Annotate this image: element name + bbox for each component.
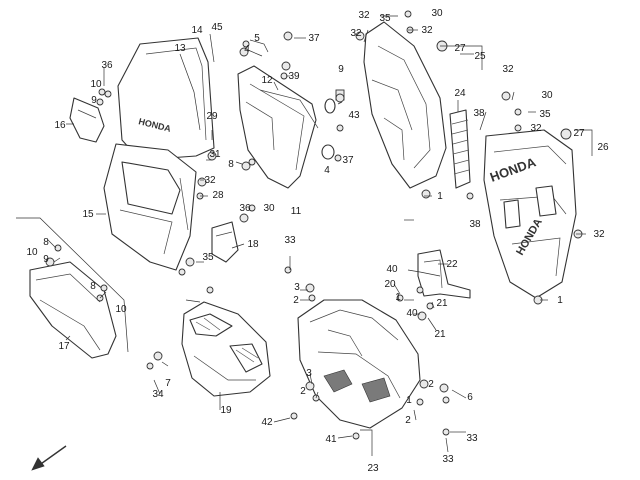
callout: 33 [466,433,478,444]
callout: 2 [405,415,411,426]
callout: 8 [228,159,234,170]
callout: 40 [406,308,418,319]
callout: 1 [395,292,401,303]
mirror-panel [69,97,105,143]
callout: 28 [212,190,224,201]
callout: 33 [442,454,454,465]
callout: 17 [58,341,70,352]
callout: 20 [384,279,396,290]
callout: 1 [557,295,563,306]
lower-bracket-22 [417,249,471,299]
callout: 27 [573,128,585,139]
callout: 45 [211,22,223,33]
cowl-stay-bracket [237,65,319,189]
callout: 4 [244,44,250,55]
callout: 32 [530,123,542,134]
callout: 8 [43,237,49,248]
callout: 30 [263,203,275,214]
callout: 4 [324,165,330,176]
callout: 9 [338,64,344,75]
lower-panel-19 [181,301,271,397]
callout: 32 [350,28,362,39]
callout: 14 [191,25,203,36]
callout: 10 [90,79,102,90]
callout: 32 [204,175,216,186]
callout: 39 [288,71,300,82]
callout: 38 [469,219,481,230]
callout: 8 [90,281,96,292]
callout: 9 [91,95,97,106]
callout: 15 [82,209,94,220]
lower-cowl-left [29,261,117,359]
callout: 2 [300,386,306,397]
callout: 24 [454,88,466,99]
callout: 35 [202,252,214,263]
callout: 32 [502,64,514,75]
side-cowl-right: HONDA HONDA [483,129,577,299]
callout: 33 [284,235,296,246]
callout: 31 [209,149,221,160]
callout: 16 [54,120,66,131]
callout: 38 [473,108,485,119]
callout: 37 [342,155,354,166]
callout: 12 [261,75,273,86]
callout: 25 [474,51,486,62]
callout: 10 [115,304,127,315]
callout: 32 [421,25,433,36]
callout: 3 [294,282,300,293]
front-direction-arrow-icon [31,445,67,471]
callout: 27 [454,43,466,54]
callout: 21 [434,329,446,340]
callout: 36 [101,60,113,71]
callout: 3 [306,368,312,379]
callout: 6 [467,392,473,403]
callout: 32 [593,229,605,240]
under-cowl [297,299,421,429]
callout: 9 [43,254,49,265]
callout: 40 [386,264,398,275]
callout: 19 [220,405,232,416]
inner-panel-right [363,21,447,189]
callout: 1 [406,395,412,406]
leader-lines [16,15,593,456]
callout: 26 [597,142,609,153]
callout: 22 [446,259,458,270]
callout: 43 [348,110,360,121]
callout: 30 [541,90,553,101]
callout: 2 [293,295,299,306]
air-duct [449,109,471,189]
callout: 13 [174,43,186,54]
callout: 23 [367,463,379,474]
callout: 7 [165,378,171,389]
callout: 30 [431,8,443,19]
callout: 11 [291,206,302,217]
callout: 35 [539,109,551,120]
fasteners [45,10,583,440]
callout: 35 [379,13,391,24]
callout: 21 [436,298,448,309]
callout: 29 [206,111,218,122]
callout: 2 [428,379,434,390]
callout: 34 [152,389,164,400]
windscreen: HONDA [117,37,215,161]
callout: 1 [437,191,443,202]
front-cowl [103,143,197,271]
callout: 41 [325,434,337,445]
callout: 42 [261,417,273,428]
callout-labels: 14 45 13 5 4 37 36 10 9 16 12 39 9 43 29… [26,8,609,474]
callout: 32 [358,10,370,21]
callout: 36 [239,203,251,214]
callout: 5 [254,33,260,44]
callout: 18 [247,239,259,250]
callout: 37 [308,33,320,44]
callout: 10 [26,247,38,258]
bracket-18 [211,221,239,263]
